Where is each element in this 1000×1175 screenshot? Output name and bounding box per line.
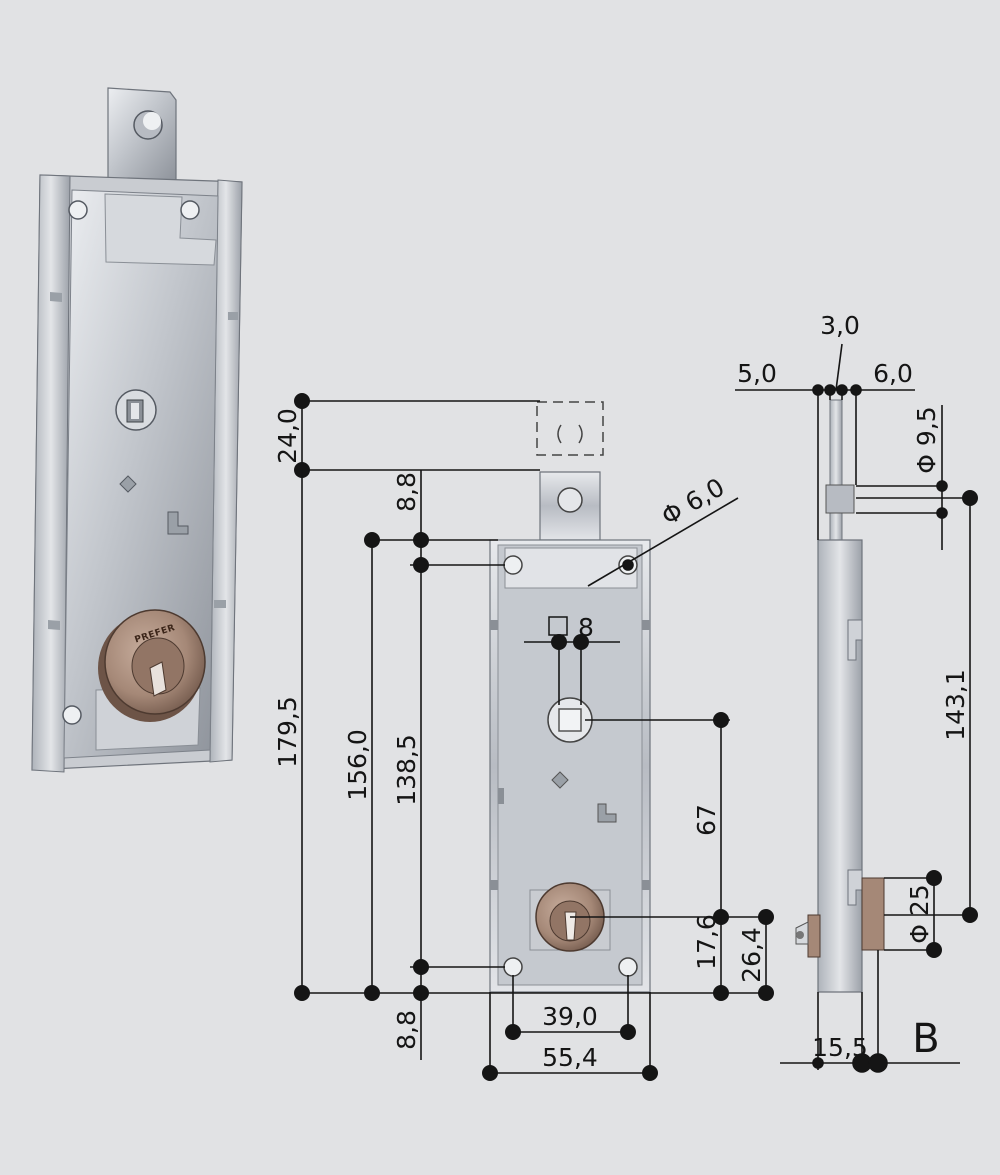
dim-overall-height: 179,5	[273, 696, 302, 768]
dim-top-hole-offset: 8,8	[392, 472, 421, 512]
side-view	[795, 399, 885, 993]
dim-hole-to-hole: 138,5	[392, 734, 421, 806]
view-label: B	[912, 1016, 939, 1062]
dim-right-offset: 6,0	[873, 359, 913, 388]
dim-body-width: 55,4	[542, 1043, 598, 1072]
dim-keyhole-to-center: 67	[692, 804, 721, 836]
isometric-lock-view: PREFER	[31, 87, 243, 773]
dim-cylinder-diameter: Φ 25	[905, 884, 934, 943]
dim-hole-spacing: 39,0	[542, 1002, 598, 1031]
dim-hole-diameter: Φ 6,0	[657, 472, 730, 531]
dimension-lines	[294, 343, 978, 1081]
dim-square-drive: 8	[578, 613, 594, 642]
dim-keyhole-center-low: 17,6	[692, 914, 721, 970]
dim-left-offset: 5,0	[737, 359, 777, 388]
dim-keyhole-center-high: 26,4	[737, 927, 766, 983]
dim-body-depth: 15,5	[812, 1033, 868, 1062]
dim-pin-to-cylinder: 143,1	[941, 669, 970, 741]
front-view	[489, 401, 651, 993]
dim-pin-diameter: Φ 9,5	[912, 406, 941, 473]
dim-top-extension: 24,0	[273, 408, 302, 464]
dim-hole-span-height: 156,0	[343, 729, 372, 801]
dim-plate-thickness: 3,0	[820, 311, 860, 340]
dim-bottom-hole-offset: 8,8	[392, 1010, 421, 1050]
